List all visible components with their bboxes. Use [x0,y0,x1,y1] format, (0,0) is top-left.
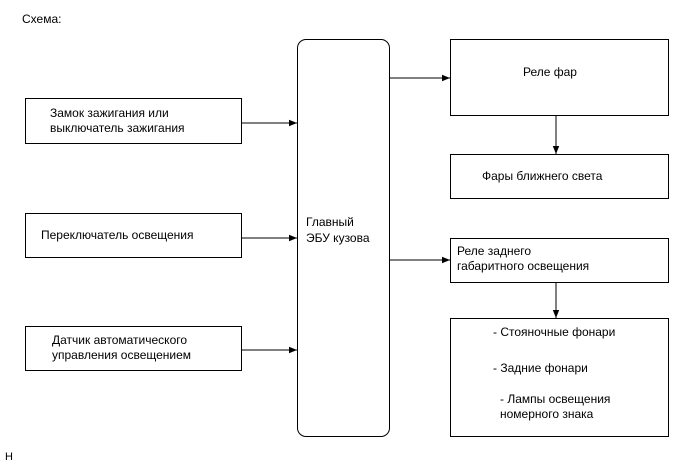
diagram-title: Схема: [22,12,62,26]
rear-lamps-label: - Задние фонари [493,361,588,375]
parking-lamps-label: - Стояночные фонари [493,325,616,339]
low-beam-label: Фары ближнего света [482,169,603,183]
headlight-relay-box: Реле фар [450,39,669,116]
ecu-label-line1: Главный [306,215,354,229]
tail-relay-label-line1: Реле заднего [457,244,532,258]
ecu-label-line2: ЭБУ кузова [306,231,370,245]
plate-lamps-label-line1: - Лампы освещения [500,392,611,406]
main-body-ecu-box: Главный ЭБУ кузова [297,39,390,437]
tail-lamps-box: - Стояночные фонари - Задние фонари - Ла… [450,318,669,437]
light-switch-label: Переключатель освещения [41,228,194,242]
ignition-label-line1: Замок зажигания или [50,106,169,120]
ignition-label-line2: выключатель зажигания [50,121,185,135]
footer-mark: H [5,451,13,463]
headlight-relay-label: Реле фар [523,65,577,79]
tail-relay-label-line2: габаритного освещения [457,259,590,273]
tail-relay-box: Реле заднего габаритного освещения [450,238,669,283]
auto-light-sensor-box: Датчик автоматического управления освеще… [25,326,242,371]
ignition-switch-box: Замок зажигания или выключатель зажигани… [25,98,242,144]
plate-lamps-label-line2: номерного знака [500,407,594,421]
light-switch-box: Переключатель освещения [25,213,242,258]
low-beam-box: Фары ближнего света [450,154,669,199]
sensor-label-line1: Датчик автоматического [52,333,188,347]
sensor-label-line2: управления освещением [52,348,192,362]
